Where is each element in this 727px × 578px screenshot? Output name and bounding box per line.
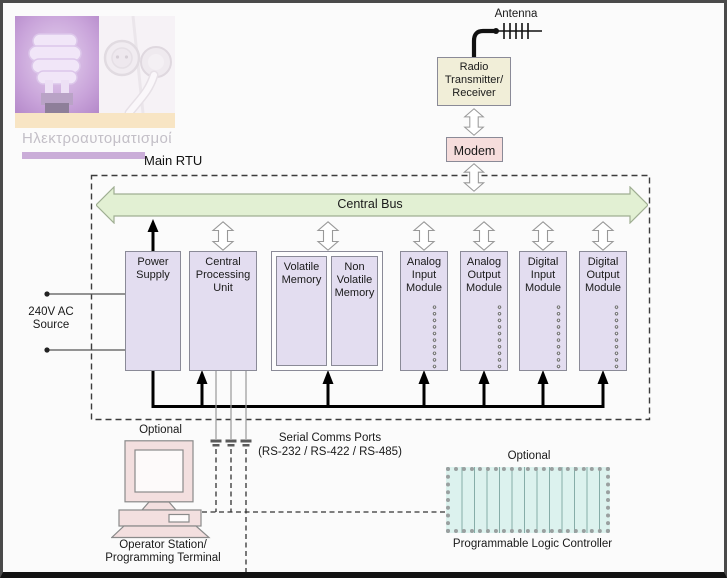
bus-analog-output-arrow-icon	[472, 221, 496, 251]
brand-text: Ηλεκτροαυτοματισμοί	[22, 130, 172, 147]
digital-input-label: Digital Input Module	[524, 256, 562, 294]
modem-box: Modem	[446, 137, 503, 162]
bulb-photo	[15, 16, 99, 113]
operator-station-label: Operator Station/ Programming Terminal	[105, 539, 221, 564]
digital-input-box: Digital Input Module	[519, 251, 567, 371]
main-rtu-label: Main RTU	[144, 153, 203, 168]
central-bus-label: Central Bus	[337, 197, 403, 211]
purple-bar	[22, 152, 145, 159]
analog-input-label: Analog Input Module	[405, 256, 443, 294]
analog-output-label: Analog Output Module	[465, 256, 503, 294]
power-bus-arrow-icon	[147, 219, 159, 252]
serial-port-lines	[215, 371, 247, 439]
socket-photo	[99, 16, 175, 113]
power-distribution-lines	[151, 371, 605, 408]
digital-input-terminal-dots	[556, 304, 561, 370]
operator-terminal-icon	[111, 440, 211, 539]
radio-modem-arrow-icon	[462, 108, 486, 136]
digital-output-box: Digital Output Module	[579, 251, 627, 371]
optional-right-label: Optional	[507, 450, 551, 462]
power-arrowheads	[196, 370, 609, 384]
power-supply-box: Power Supply	[125, 251, 181, 371]
analog-output-box: Analog Output Module	[460, 251, 508, 371]
bus-memory-arrow-icon	[316, 221, 340, 251]
bus-digital-output-arrow-icon	[591, 221, 615, 251]
optional-left-label: Optional	[139, 424, 182, 436]
analog-input-terminal-dots	[432, 304, 437, 370]
antenna-label: Antenna	[494, 8, 538, 20]
plc-box	[446, 467, 610, 533]
non-volatile-memory-box: Non Volatile Memory	[331, 256, 378, 366]
ac-source-label: 240V AC Source	[28, 306, 74, 331]
peach-bar	[15, 113, 175, 128]
serial-ports-title: Serial Comms Ports	[278, 432, 382, 444]
analog-input-box: Analog Input Module	[400, 251, 448, 371]
serial-ports-standards: (RS-232 / RS-422 / RS-485)	[258, 446, 402, 458]
radio-transmitter-box: Radio Transmitter/ Receiver	[437, 57, 511, 106]
bus-digital-input-arrow-icon	[531, 221, 555, 251]
bus-cpu-arrow-icon	[211, 221, 235, 251]
analog-output-terminal-dots	[497, 304, 502, 370]
digital-output-label: Digital Output Module	[584, 256, 622, 294]
antenna-icon	[471, 23, 542, 61]
serial-dashed-lines	[202, 449, 446, 572]
bus-analog-input-arrow-icon	[412, 221, 436, 251]
cpu-box: Central Processing Unit	[189, 251, 257, 371]
plc-label: Programmable Logic Controller	[452, 538, 613, 550]
volatile-memory-box: Volatile Memory	[276, 256, 327, 366]
digital-output-terminal-dots	[614, 304, 619, 370]
modem-bus-arrow-icon	[462, 163, 486, 192]
